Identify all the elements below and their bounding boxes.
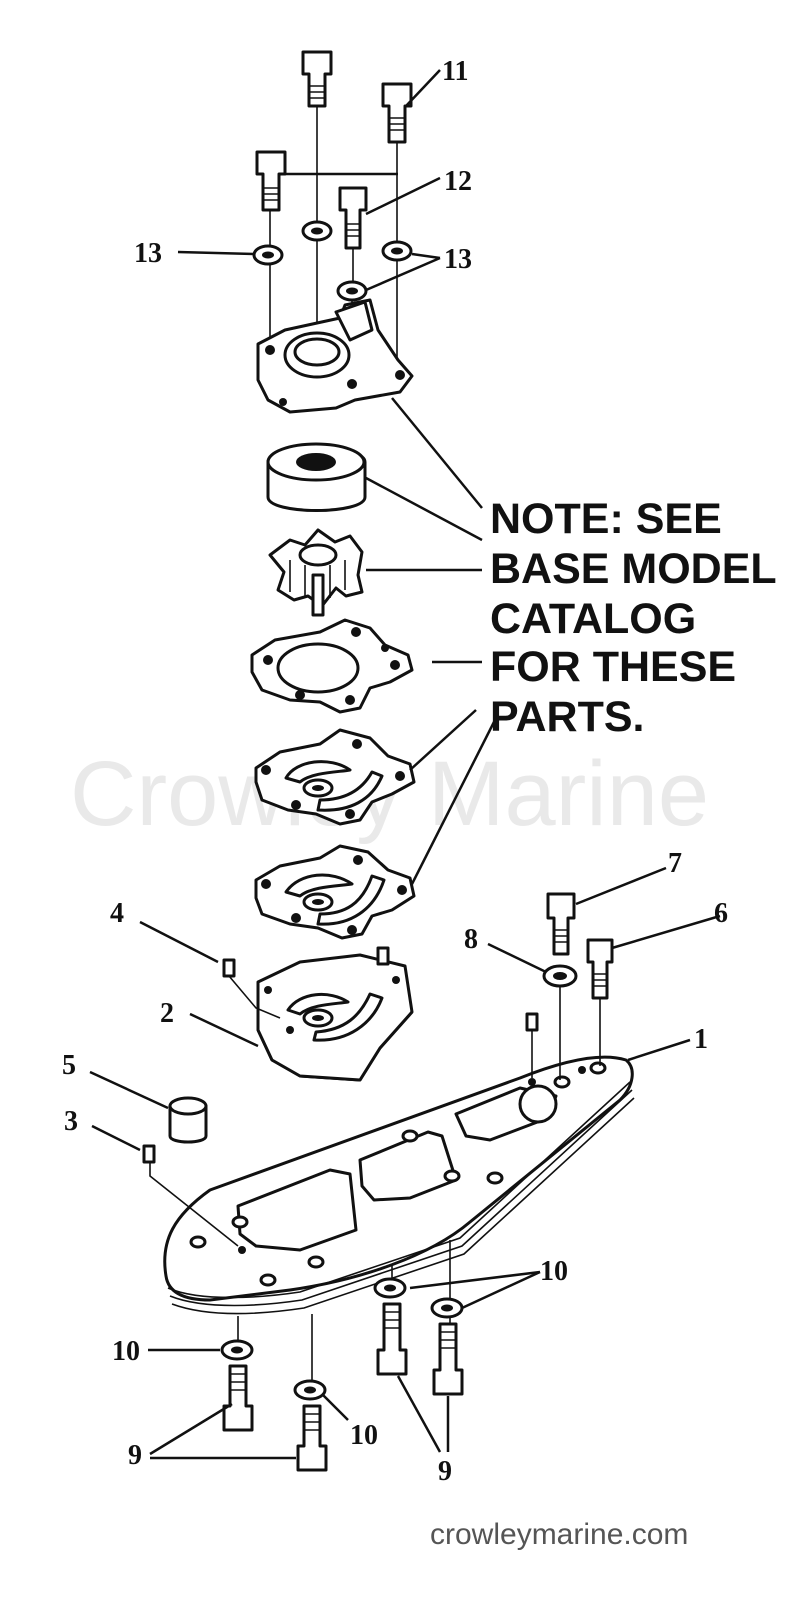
- note-line-2: BASE MODEL: [490, 545, 777, 593]
- note-line-1: NOTE: SEE: [490, 495, 722, 543]
- gasket-upper: [250, 618, 414, 714]
- callout-13-right: 13: [444, 244, 472, 275]
- callout-13-left: 13: [134, 238, 162, 269]
- callout-10-bottom: 10: [350, 1420, 378, 1451]
- callout-5: 5: [62, 1050, 76, 1081]
- washer-8: [542, 964, 578, 988]
- washer-13: [252, 220, 413, 302]
- washer-10: [220, 1277, 464, 1401]
- base-model-note: NOTE: SEE BASE MODEL CATALOG FOR THESE P…: [490, 495, 777, 741]
- callout-8: 8: [464, 924, 478, 955]
- pump-base: [256, 953, 414, 1082]
- screw-12-right: [338, 186, 368, 250]
- callout-2: 2: [160, 998, 174, 1029]
- plate-middle: [254, 728, 416, 826]
- callout-4: 4: [110, 898, 124, 929]
- site-footer: crowleymarine.com: [430, 1518, 688, 1551]
- screw-12-left: [255, 150, 287, 212]
- callout-3: 3: [64, 1106, 78, 1137]
- callout-11: 11: [442, 56, 468, 87]
- dowel-pin-4: [222, 946, 390, 978]
- pump-insert: [266, 442, 367, 512]
- screw-11-right: [381, 82, 413, 144]
- note-line-3: CATALOG: [490, 595, 696, 643]
- callout-9-right: 9: [438, 1456, 452, 1487]
- callout-6: 6: [714, 898, 728, 929]
- screw-9: [222, 1302, 464, 1472]
- note-line-5: PARTS.: [490, 693, 645, 741]
- screw-11-left: [301, 50, 333, 108]
- callout-9-left: 9: [128, 1440, 142, 1471]
- callout-10-top: 10: [540, 1256, 568, 1287]
- callout-7: 7: [668, 848, 682, 879]
- plate-lower: [254, 844, 416, 940]
- callout-1: 1: [694, 1024, 708, 1055]
- callout-12: 12: [444, 166, 472, 197]
- callout-10-left: 10: [112, 1336, 140, 1367]
- note-line-4: FOR THESE: [490, 643, 736, 691]
- sleeve-5: [168, 1096, 208, 1144]
- screw-6: [586, 938, 614, 1000]
- screw-7: [546, 892, 576, 956]
- impeller: [268, 528, 364, 617]
- pump-housing: [256, 298, 414, 414]
- adapter-plate: [163, 1055, 635, 1315]
- leader-lines: [89, 69, 721, 1460]
